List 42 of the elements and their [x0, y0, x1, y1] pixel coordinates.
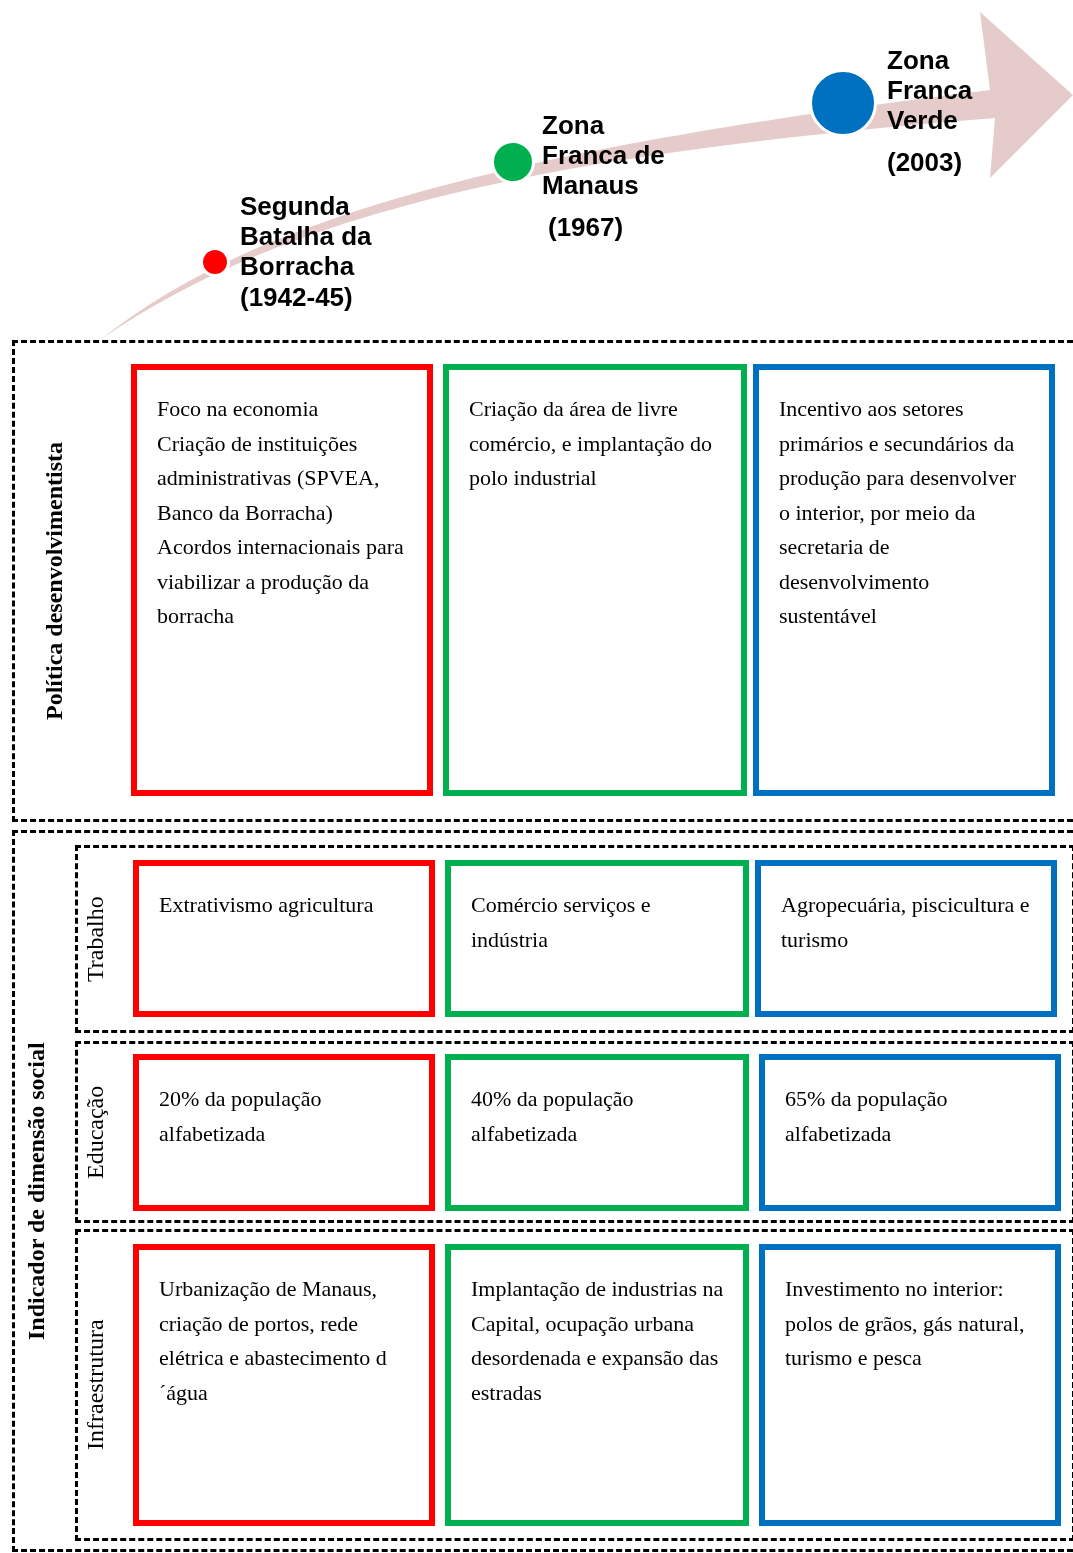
event-year: (2003) — [887, 147, 963, 177]
box-text: 40% da população alfabetizada — [471, 1085, 635, 1148]
box-text: Implantação de industrias na Capital, ocupação urbana desordenada e expansão das estradas — [471, 1275, 725, 1407]
dashed-frame — [75, 1229, 1073, 1541]
row-heading: Política desenvolvimentista — [41, 441, 68, 722]
text-box — [133, 1054, 435, 1211]
box-text: 65% da população alfabetizada — [785, 1085, 949, 1148]
box-text: Extrativismo agricultura — [159, 891, 375, 919]
box-text: 20% da população alfabetizada — [159, 1085, 323, 1148]
row-heading: Educação — [82, 1084, 109, 1181]
box-text: Criação da área de livre comércio, e implantação do polo industrial — [469, 395, 714, 492]
box-text: Incentivo aos setores primários e secundários da produção para desenvolver o interior, por meio da secretaria de desenvolvimento sustentável — [779, 395, 1017, 630]
box-text: Acordos internacionais para viabilizar a produção da borracha — [157, 533, 405, 630]
text-box — [755, 860, 1057, 1017]
event-year: (1967) — [548, 212, 624, 242]
dashed-frame — [75, 845, 1073, 1033]
event-year: (1942-45) — [240, 282, 353, 312]
text-box — [759, 1054, 1061, 1211]
row-heading: Infraestrutura — [82, 1318, 109, 1453]
box-text: Agropecuária, piscicultura e turismo — [781, 891, 1031, 954]
row-heading: Indicador de dimensão social — [23, 1041, 50, 1342]
text-box — [133, 860, 435, 1017]
box-text: Comércio serviços e indústria — [471, 891, 652, 954]
box-text: Urbanização de Manaus, criação de portos, rede elétrica e abastecimento d´água — [159, 1275, 388, 1407]
event-title: Zona Franca Verde — [887, 45, 974, 135]
dashed-frame — [75, 1041, 1073, 1223]
box-text: Investimento no interior: polos de grãos, gás natural, turismo e pesca — [785, 1275, 1026, 1372]
dashed-frame — [12, 830, 1073, 1552]
row-heading: Trabalho — [82, 895, 109, 984]
box-text: Criação de instituições administrativas (SPVEA, Banco da Borracha) — [157, 429, 381, 527]
event-title: Zona Franca de Manaus — [542, 110, 666, 200]
text-box — [133, 1244, 435, 1526]
text-box — [445, 1054, 749, 1211]
text-box — [753, 364, 1055, 796]
text-box — [445, 1244, 749, 1526]
text-box — [445, 860, 749, 1017]
event-title: Segunda Batalha da Borracha — [240, 191, 373, 281]
dashed-frame — [12, 340, 1073, 822]
box-text: Foco na economia — [157, 395, 320, 423]
text-box — [131, 364, 433, 796]
text-box — [759, 1244, 1061, 1526]
text-box — [443, 364, 747, 796]
